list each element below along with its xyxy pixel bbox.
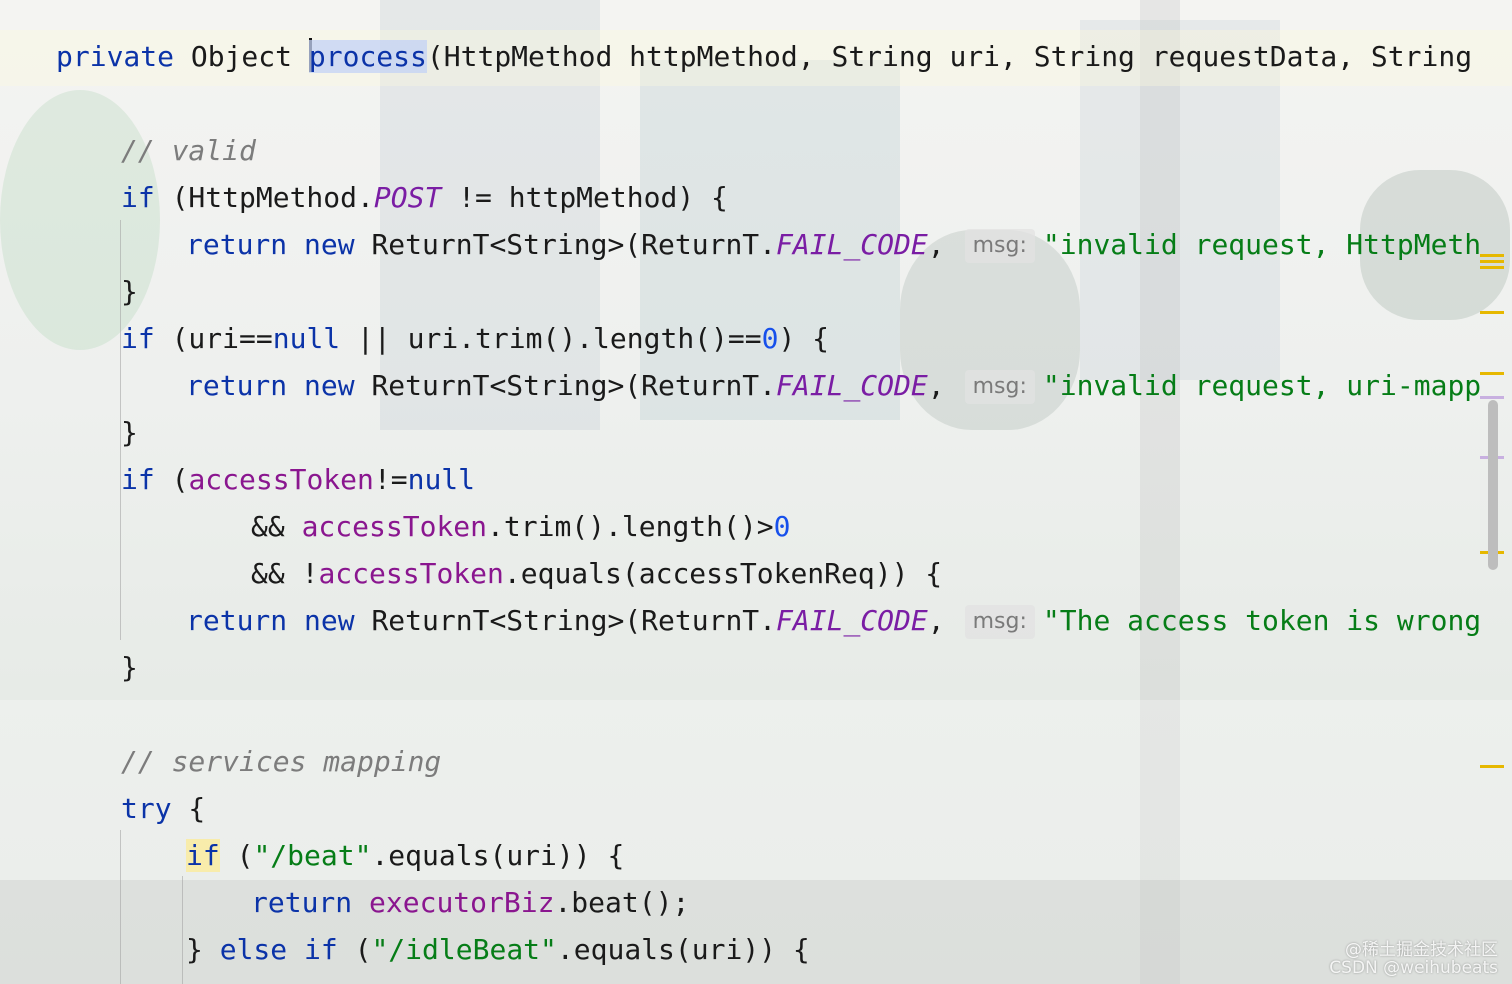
code-comment: // valid [121, 134, 256, 167]
code-line[interactable]: } [0, 413, 1482, 453]
code-token: || uri.trim().length()== [340, 322, 762, 355]
code-line[interactable] [0, 695, 1482, 735]
code-token: FAIL_CODE [776, 369, 928, 402]
warning-stripe-marker[interactable] [1480, 372, 1504, 375]
code-keyword: if [121, 322, 155, 355]
code-token: 0 [761, 322, 779, 355]
code-token: } [186, 933, 220, 966]
usage-stripe-marker[interactable] [1480, 396, 1504, 399]
code-line[interactable]: return new ReturnT<String>(ReturnT.FAIL_… [0, 366, 1482, 406]
code-line[interactable]: private Object process(HttpMethod httpMe… [0, 37, 1482, 77]
code-token: , [927, 228, 945, 261]
warning-stripe-marker[interactable] [1480, 266, 1504, 269]
code-line[interactable]: if (accessToken!=null [0, 460, 1482, 500]
code-line[interactable]: if ("/beat".equals(uri)) { [0, 836, 1482, 876]
code-token: , [927, 369, 945, 402]
code-token: process [308, 40, 427, 73]
code-line[interactable]: } else if ("/idleBeat".equals(uri)) { [0, 930, 1482, 970]
code-token: ( [154, 463, 189, 496]
code-keyword: try [121, 792, 172, 825]
code-token: ReturnT<String>(ReturnT. [371, 369, 777, 402]
code-token: .equals(accessTokenReq)) { [503, 557, 943, 590]
code-keyword: return new [186, 369, 372, 402]
code-token: POST [373, 181, 442, 214]
code-keyword: if [121, 181, 155, 214]
code-token: (HttpMethod. [154, 181, 374, 214]
code-line[interactable] [0, 84, 1482, 124]
code-token: Object [190, 40, 309, 73]
code-line[interactable]: // services mapping [0, 742, 1482, 782]
code-token: ) { [778, 322, 830, 355]
code-token: accessToken [188, 463, 374, 496]
code-token: , [927, 604, 945, 637]
code-token: accessToken [301, 510, 488, 543]
code-token: ( [337, 933, 372, 966]
code-token: != [373, 463, 408, 496]
current-line-highlight [0, 30, 1512, 86]
code-line[interactable]: && accessToken.trim().length()>0 [0, 507, 1482, 547]
string-literal: "/idleBeat" [371, 933, 557, 966]
code-token: (HttpMethod httpMethod, String uri, Stri… [426, 40, 1482, 73]
code-token: executorBiz [369, 886, 555, 919]
code-token: { [171, 792, 206, 825]
code-token: .equals(uri)) { [371, 839, 625, 872]
code-token: (uri== [154, 322, 273, 355]
code-comment: // services mapping [121, 745, 442, 778]
watermark-line-1: @稀土掘金技术社区 [1345, 940, 1498, 960]
code-token: && [251, 510, 302, 543]
code-token: .trim().length()> [487, 510, 774, 543]
string-literal: "invalid request, HttpMethod n [1042, 228, 1482, 261]
warning-stripe-marker[interactable] [1480, 311, 1504, 314]
indent-guide [182, 876, 183, 984]
warning-stripe-marker[interactable] [1480, 254, 1504, 257]
code-token: } [121, 275, 138, 308]
code-token: 0 [773, 510, 791, 543]
code-token: != httpMethod) { [441, 181, 728, 214]
parameter-name-hint: msg: [964, 229, 1035, 263]
code-keyword: else if [219, 933, 338, 966]
code-token: FAIL_CODE [776, 604, 928, 637]
code-token: } [121, 416, 138, 449]
code-line[interactable]: return new ReturnT<String>(ReturnT.FAIL_… [0, 225, 1482, 265]
code-token: } [121, 651, 138, 684]
string-literal: "The access token is wrong." [1042, 604, 1482, 637]
code-keyword: return [251, 886, 370, 919]
indent-guide [120, 220, 121, 640]
code-line[interactable]: if (uri==null || uri.trim().length()==0)… [0, 319, 1482, 359]
code-keyword: return new [186, 604, 372, 637]
code-line[interactable]: return new ReturnT<String>(ReturnT.FAIL_… [0, 601, 1482, 641]
code-token: .equals(uri)) { [556, 933, 810, 966]
warning-stripe-marker[interactable] [1480, 765, 1504, 768]
code-line[interactable]: } [0, 272, 1482, 312]
code-keyword: return new [186, 228, 372, 261]
parameter-name-hint: msg: [964, 370, 1035, 404]
code-keyword: if [186, 839, 220, 872]
code-token: ReturnT<String>(ReturnT. [371, 228, 777, 261]
code-line[interactable]: return executorBiz.beat(); [0, 883, 1482, 923]
code-keyword: null [272, 322, 341, 355]
parameter-name-hint: msg: [964, 605, 1035, 639]
string-literal: "/beat" [253, 839, 372, 872]
vertical-scrollbar-thumb[interactable] [1488, 400, 1498, 570]
code-token: ReturnT<String>(ReturnT. [371, 604, 777, 637]
code-line[interactable]: try { [0, 789, 1482, 829]
code-keyword: null [407, 463, 476, 496]
code-line[interactable]: if (HttpMethod.POST != httpMethod) { [0, 178, 1482, 218]
watermark-line-2: CSDN @weihubeats [1329, 958, 1498, 978]
code-token: && ! [251, 557, 319, 590]
indent-guide [120, 830, 121, 984]
code-token: .beat(); [554, 886, 690, 919]
code-token: FAIL_CODE [776, 228, 928, 261]
code-line[interactable]: && !accessToken.equals(accessTokenReq)) … [0, 554, 1482, 594]
code-token: ( [219, 839, 254, 872]
code-line[interactable]: } [0, 648, 1482, 688]
code-keyword: if [121, 463, 155, 496]
warning-stripe-marker[interactable] [1480, 260, 1504, 263]
code-keyword: private [56, 40, 191, 73]
code-line[interactable]: // valid [0, 131, 1482, 171]
string-literal: "invalid request, uri-mapping [1042, 369, 1482, 402]
code-token: accessToken [318, 557, 504, 590]
